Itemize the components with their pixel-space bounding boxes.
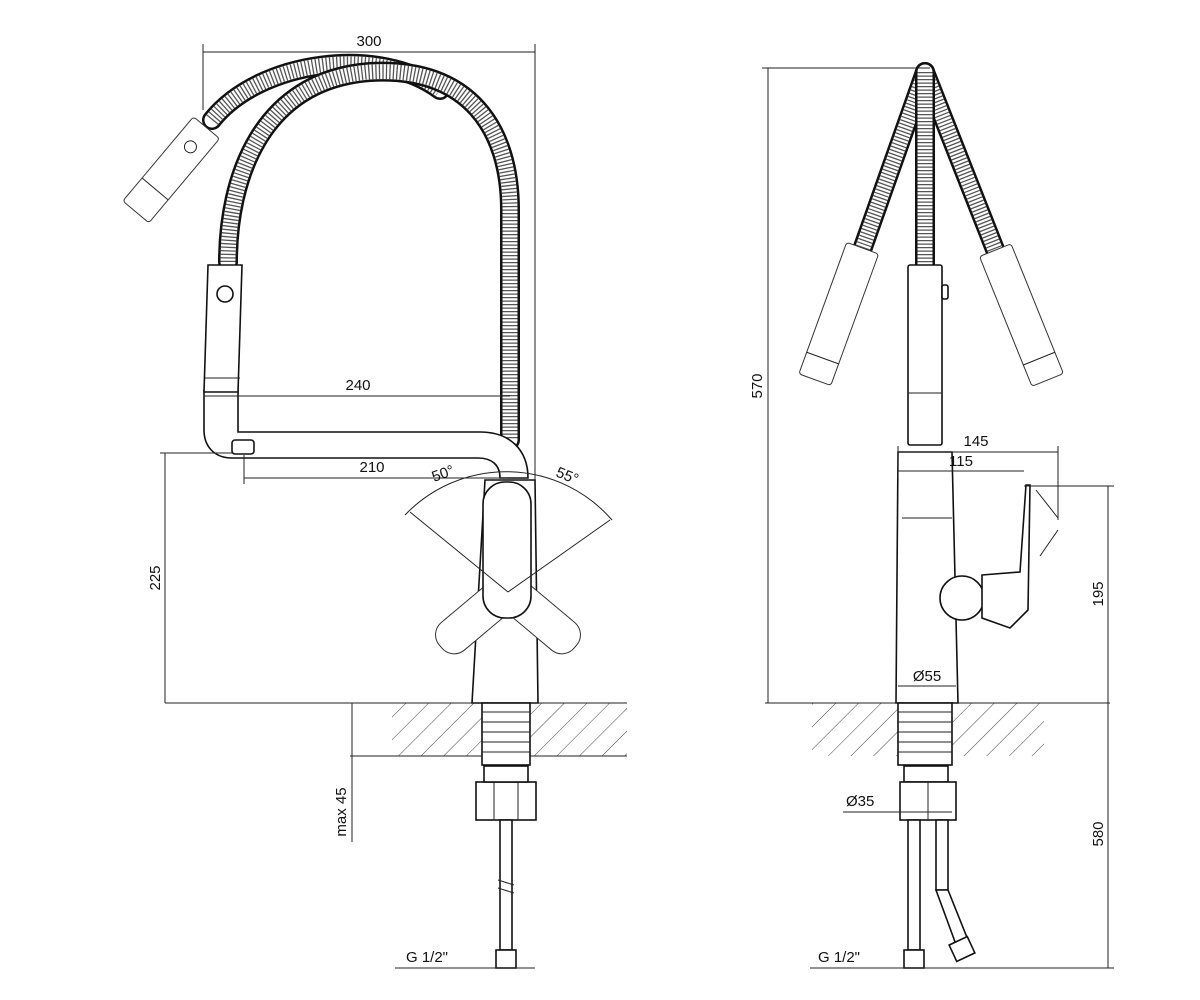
angle-right: 55° (554, 464, 581, 488)
side-lever (981, 484, 1031, 629)
front-spout (203, 389, 529, 479)
dim-front-g12: G 1/2" (406, 949, 448, 966)
dim-front-300: 300 (356, 33, 381, 50)
side-connector (903, 949, 925, 969)
dim-front-max45: max 45 (333, 787, 350, 836)
side-thread (897, 702, 953, 766)
front-connector (495, 949, 517, 969)
dim-side-d55: Ø55 (913, 668, 941, 685)
dim-front-225: 225 (147, 565, 164, 590)
side-spray-head (907, 264, 943, 446)
dim-side-580: 580 (1090, 821, 1107, 846)
front-nut (475, 781, 537, 821)
dim-front-240: 240 (345, 377, 370, 394)
dim-side-570: 570 (749, 373, 766, 398)
front-supply-hose (499, 819, 513, 951)
front-spray-head-ghost (123, 117, 219, 223)
dim-side-g12: G 1/2" (818, 949, 860, 966)
front-spray-button (216, 285, 234, 303)
angle-left: 50° (430, 462, 457, 486)
dim-side-145: 145 (963, 433, 988, 450)
side-view: 570 145 115 195 Ø55 Ø35 580 G 1/2" (749, 62, 1114, 969)
front-aerator (231, 439, 255, 455)
side-supply-hose-left (907, 819, 921, 951)
side-spray-head-ghost-left (799, 242, 879, 386)
front-lever (482, 481, 532, 619)
dim-side-d35: Ø35 (846, 793, 874, 810)
side-body (895, 451, 959, 704)
dim-side-115: 115 (949, 453, 973, 470)
side-supply-hose-right (935, 819, 949, 891)
side-lever-hub (939, 575, 985, 621)
front-view: 300 240 210 50° 55° 225 max 45 G 1/2" (123, 33, 627, 969)
side-spray-head-ghost-right (979, 244, 1064, 386)
front-spray-head (203, 264, 243, 393)
front-thread (481, 702, 531, 766)
dim-side-195: 195 (1090, 581, 1107, 606)
dim-front-210: 210 (359, 459, 384, 476)
